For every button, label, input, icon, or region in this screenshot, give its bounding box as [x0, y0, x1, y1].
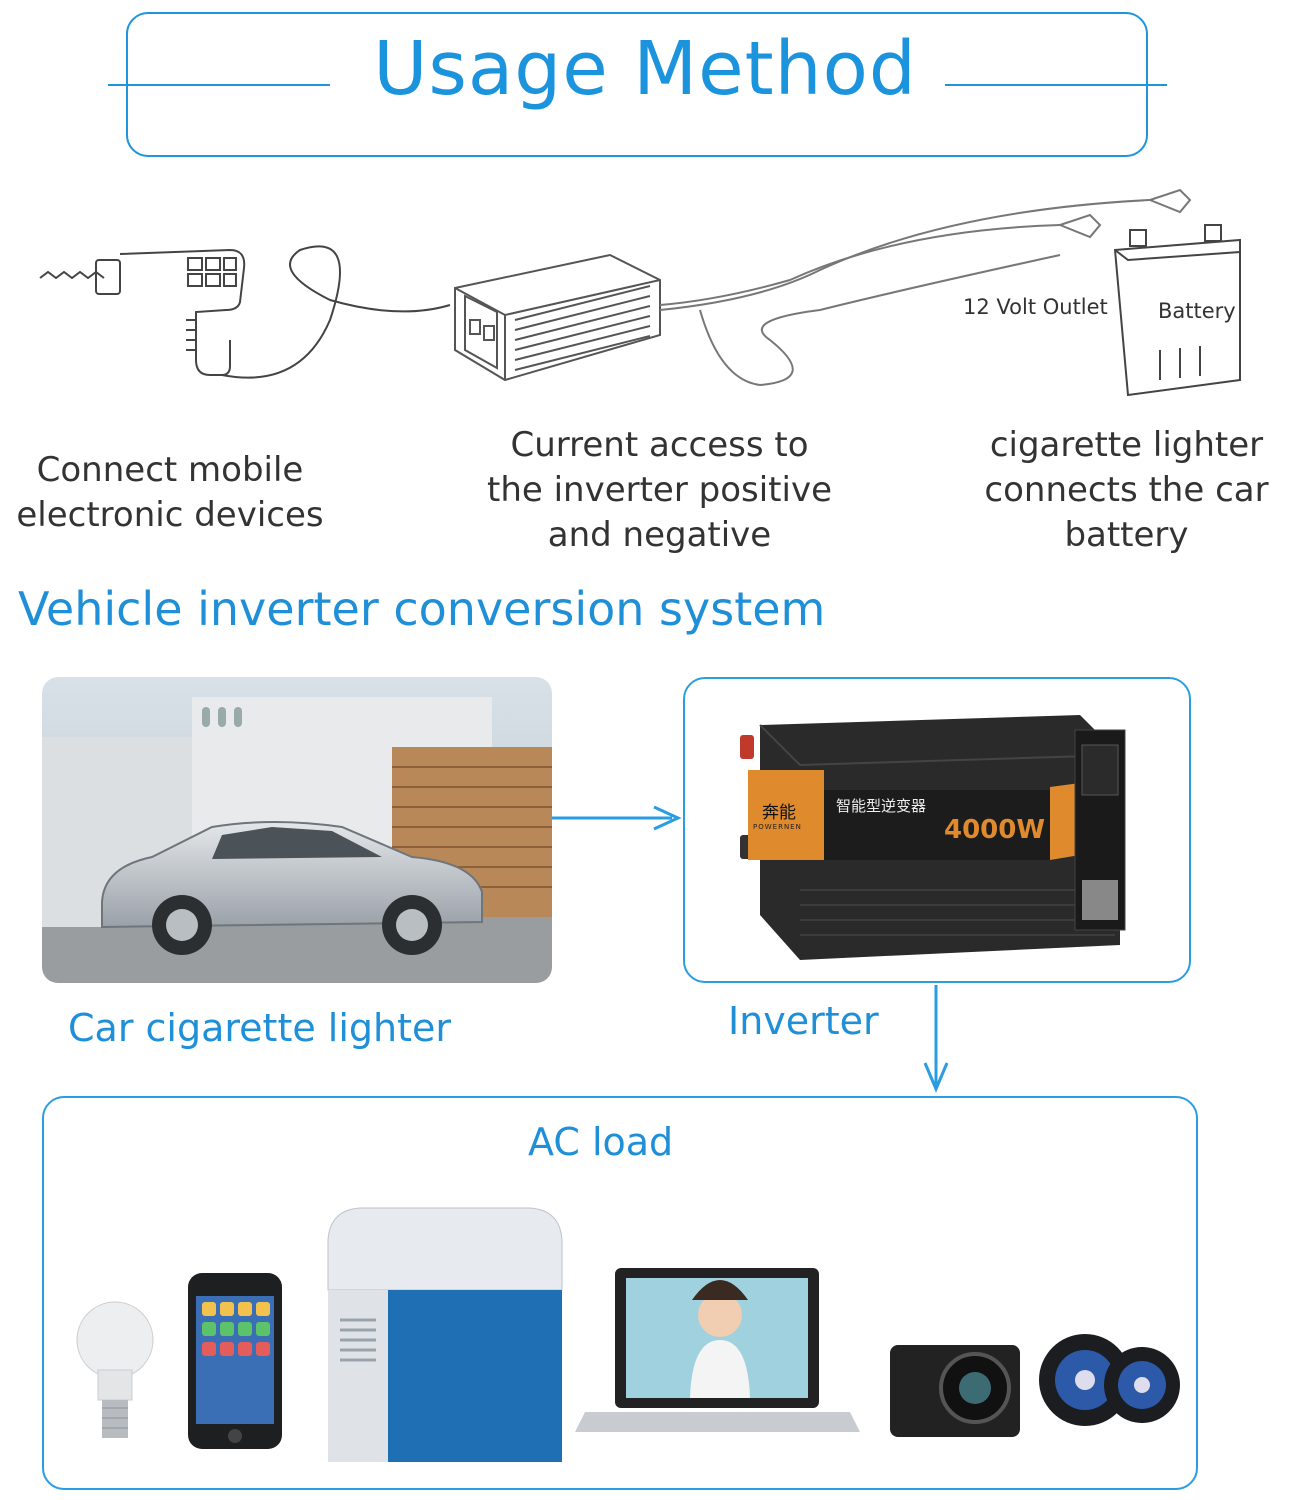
speaker-icon: [1039, 1334, 1180, 1426]
drill-icon: [39, 245, 451, 379]
battery-icon: [1113, 224, 1241, 397]
inverter-brand: 奔能: [762, 803, 796, 823]
phone-icon: [188, 1273, 282, 1449]
car-label: Car cigarette lighter: [68, 1006, 452, 1050]
cooler-icon: [327, 1207, 563, 1462]
inverter-panel: [683, 677, 1191, 983]
inverter-photo: [740, 715, 1126, 960]
inverter-power-label: 4000W: [944, 815, 1046, 845]
ac-load-devices: [76, 1207, 1180, 1462]
ac-load-label: AC load: [528, 1120, 674, 1164]
laptop-icon: [575, 1268, 860, 1432]
title-rule-left: [108, 84, 330, 86]
arrow-right-icon: [552, 805, 682, 831]
outlet-label: 12 Volt Outlet: [963, 295, 1108, 319]
caption-inverter: Current access to the inverter positive …: [486, 425, 832, 555]
inverter-sketch-icon: [454, 253, 661, 382]
page-title: Usage Method: [373, 26, 917, 112]
inverter-label: Inverter: [728, 999, 879, 1043]
wiring-diagram: [39, 188, 1241, 397]
battery-label: Battery: [1158, 299, 1236, 323]
caption-devices: Connect mobile electronic devices: [16, 450, 324, 535]
arrow-down-icon: [923, 985, 949, 1093]
ac-load-panel: [42, 1096, 1198, 1490]
inverter-product-label: 智能型逆变器: [836, 797, 927, 815]
section-title: Vehicle inverter conversion system: [18, 582, 826, 636]
inverter-brand-latin: POWERNEN: [753, 823, 802, 831]
car-photo: [42, 677, 552, 983]
camera-icon: [890, 1345, 1020, 1437]
title-rule-right: [945, 84, 1167, 86]
caption-lighter: cigarette lighter connects the car batte…: [984, 425, 1269, 555]
bulb-icon: [76, 1301, 154, 1438]
